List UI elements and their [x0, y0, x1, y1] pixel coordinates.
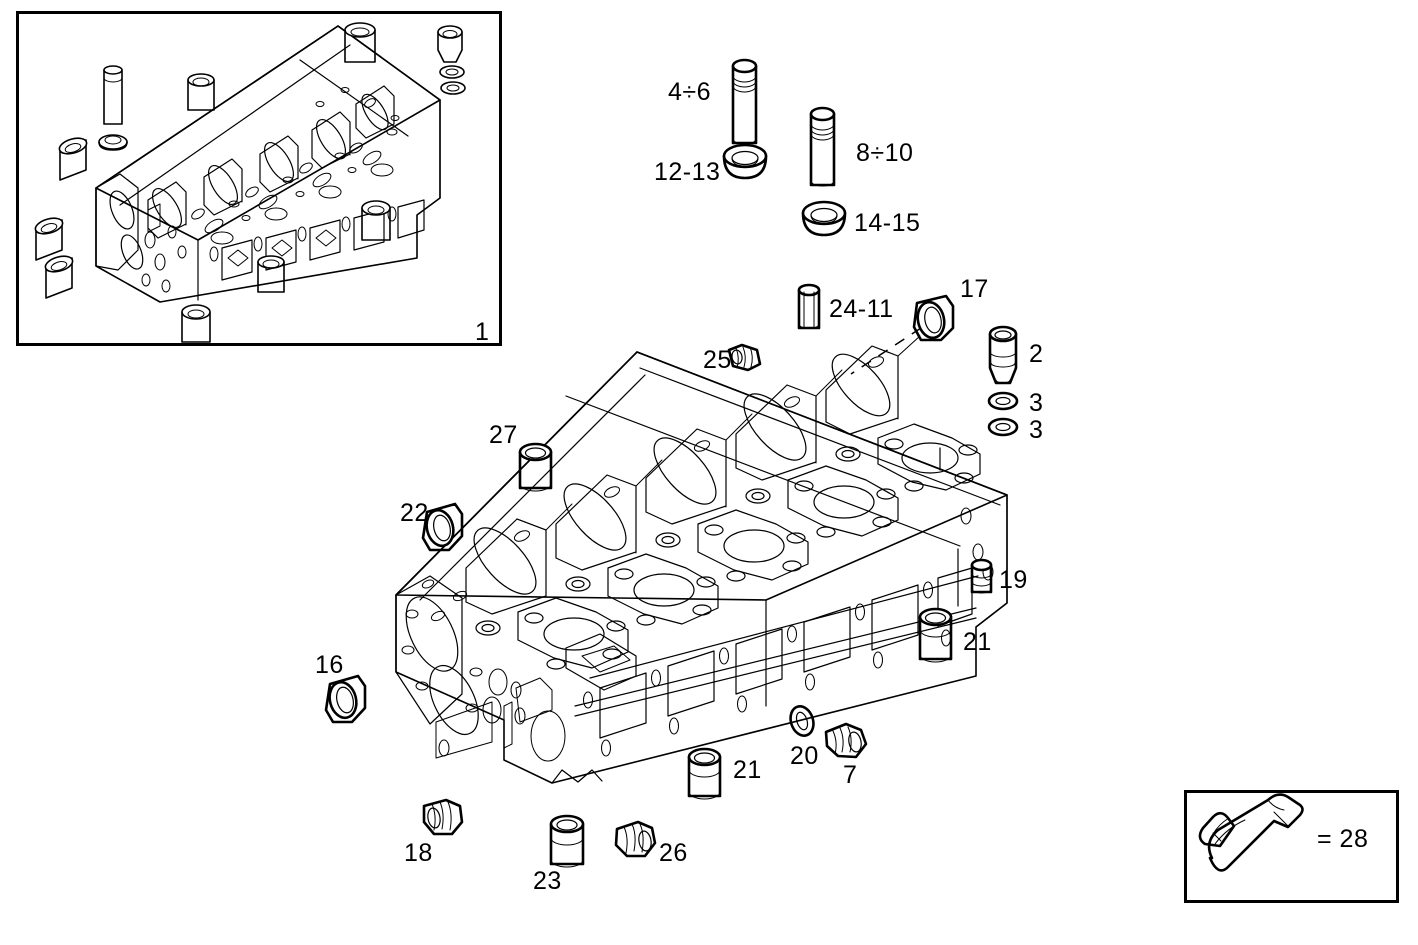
threaded-plug-25-art	[727, 343, 762, 372]
callout-12-13: 12-13	[654, 158, 721, 186]
callout-28: = 28	[1317, 825, 1369, 853]
plug-27-art	[518, 442, 553, 492]
valve-guide-short-art	[809, 106, 836, 187]
callout-21-bottom: 21	[733, 756, 762, 784]
bushing-16-art	[324, 674, 367, 724]
callout-22: 22	[400, 499, 429, 527]
inset-loose-parts	[34, 22, 466, 343]
callout-25: 25	[703, 346, 732, 374]
valve-seat-ring-a-art	[722, 143, 768, 180]
plug-21-bottom-art	[687, 747, 722, 800]
plug-23-art	[549, 814, 585, 868]
threaded-plug-26-art	[614, 820, 657, 858]
callout-23: 23	[533, 867, 562, 895]
callout-19: 19	[999, 566, 1028, 594]
callout-14-15: 14-15	[854, 209, 921, 237]
inset-frame	[16, 11, 502, 346]
callout-26: 26	[659, 839, 688, 867]
o-ring-lower-art	[987, 417, 1019, 437]
threaded-plug-18-art	[422, 798, 464, 836]
callout-1: 1	[475, 318, 490, 346]
callout-21-right: 21	[963, 628, 992, 656]
callout-24-11: 24-11	[829, 295, 894, 323]
callout-3-upper: 3	[1029, 389, 1044, 417]
callout-8-10: 8÷10	[856, 139, 914, 167]
callout-27: 27	[489, 421, 518, 449]
sealing-washer-20-art	[789, 705, 815, 737]
bushing-22-art	[421, 502, 464, 552]
sealant-frame	[1184, 790, 1399, 903]
sealant-tube-art	[1198, 793, 1304, 872]
cylinder-head-main-art	[395, 335, 1008, 784]
plug-19-art	[970, 558, 993, 594]
o-ring-upper-art	[987, 391, 1019, 411]
callout-20: 20	[790, 742, 819, 770]
callout-2: 2	[1029, 340, 1044, 368]
callout-16: 16	[315, 651, 344, 679]
callout-18: 18	[404, 839, 433, 867]
callout-7: 7	[843, 761, 858, 789]
dowel-pin-art	[797, 283, 821, 330]
valve-seat-ring-b-art	[801, 200, 847, 237]
injector-sleeve-art	[988, 325, 1018, 385]
callout-17: 17	[960, 275, 989, 303]
threaded-plug-7-art	[824, 722, 868, 759]
callout-3-lower: 3	[1029, 416, 1044, 444]
bushing-17-art	[912, 294, 955, 342]
plug-21-right-art	[918, 607, 953, 663]
inset-cylinder-head-drawing	[34, 22, 466, 343]
valve-guide-long-art	[731, 58, 758, 145]
callout-4-6: 4÷6	[668, 78, 712, 106]
